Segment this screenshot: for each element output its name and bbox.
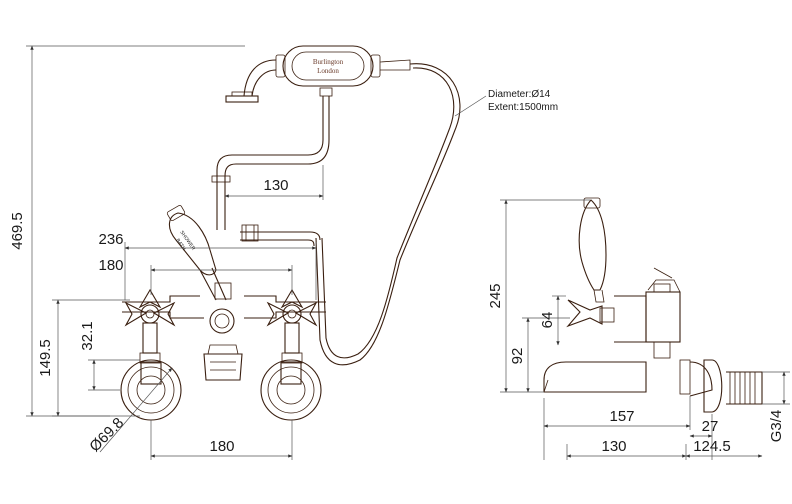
left-cross-handle xyxy=(124,288,176,364)
dim-width-236: 236 xyxy=(98,231,123,248)
dim-overall-height: 469.5 xyxy=(9,212,26,250)
note-diameter: Diameter:Ø14 xyxy=(488,89,551,100)
shower-holder-riser xyxy=(211,87,333,247)
dim-width-180-top: 180 xyxy=(98,257,123,274)
side-view-tap xyxy=(543,197,763,413)
dim-thread: G3/4 xyxy=(768,410,785,443)
brand-city: London xyxy=(317,67,339,75)
shower-hose xyxy=(315,63,461,366)
dim-side-92: 92 xyxy=(509,348,526,365)
dim-height-32: 32.1 xyxy=(79,321,96,350)
dim-side-64: 64 xyxy=(539,312,556,329)
front-dimensions: 469.5 130 236 180 149.5 32.1 Ø69.8 180 xyxy=(9,45,324,460)
dim-side-157: 157 xyxy=(609,408,634,425)
dim-side-27: 27 xyxy=(702,418,719,435)
dim-side-245: 245 xyxy=(487,283,504,308)
brand-name: Burlington xyxy=(313,58,344,66)
right-wall-flange xyxy=(260,359,322,421)
diverter-lever: SHOWER BATH xyxy=(166,205,232,301)
dim-side-124: 124.5 xyxy=(693,438,731,455)
side-dimensions: 245 92 64 157 27 130 124.5 G3/4 xyxy=(487,199,790,460)
dim-head-offset: 130 xyxy=(263,177,288,194)
shower-handset: Burlington London xyxy=(225,45,411,103)
left-wall-flange xyxy=(120,359,182,421)
dim-side-130: 130 xyxy=(601,438,626,455)
note-extent: Extent:1500mm xyxy=(488,102,558,113)
right-cross-handle xyxy=(266,288,318,364)
dim-height-149: 149.5 xyxy=(37,339,54,377)
dim-flange-dia: Ø69.8 xyxy=(86,414,127,455)
dim-width-180-bottom: 180 xyxy=(209,438,234,455)
hose-note: Diameter:Ø14 Extent:1500mm xyxy=(454,89,558,117)
